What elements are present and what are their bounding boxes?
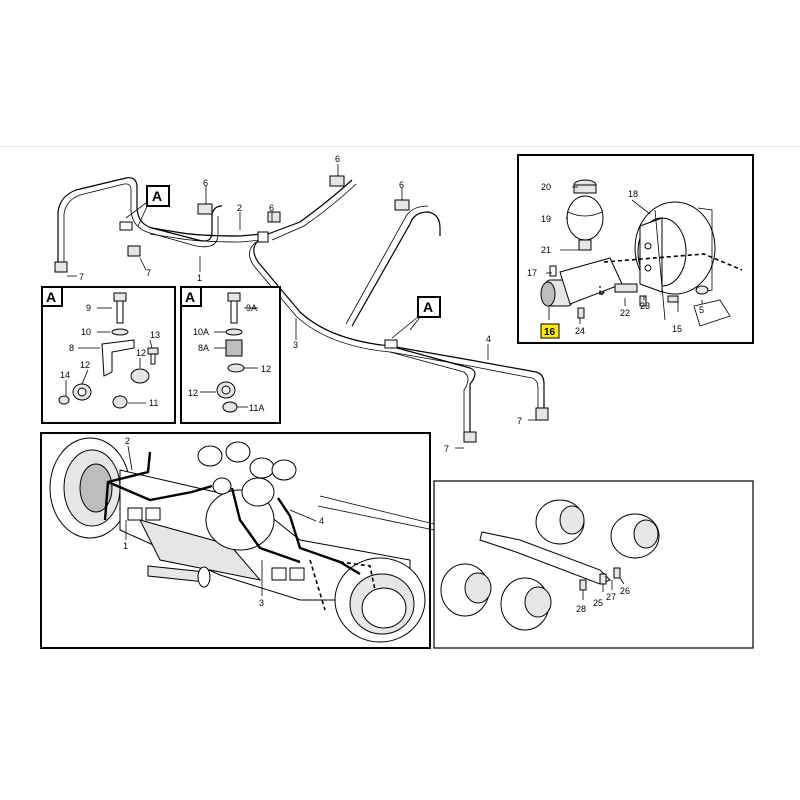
callout-16: 16 bbox=[544, 327, 556, 338]
callout-3: 3 bbox=[293, 340, 298, 350]
callout-8a: 8A bbox=[198, 343, 209, 353]
master-cylinder-detail-box: 20 19 21 17 18 22 23 24 15 5 16 bbox=[517, 154, 754, 344]
callout-6: 6 bbox=[399, 180, 404, 190]
section-marker: A bbox=[152, 188, 162, 204]
callout-23: 23 bbox=[640, 301, 650, 311]
callout-14: 14 bbox=[60, 370, 70, 380]
callout-22: 22 bbox=[620, 308, 630, 318]
callout-12: 12 bbox=[136, 348, 146, 358]
callout-10a: 10A bbox=[193, 327, 209, 337]
axle-overview-box: 2 1 3 4 bbox=[40, 432, 431, 649]
callout-4: 4 bbox=[486, 334, 491, 344]
detail-a-clamp-box: A 9 10 8 13 12 12 14 11 bbox=[41, 286, 176, 424]
highlighted-part-16[interactable]: 16 bbox=[540, 323, 560, 339]
callout-28: 28 bbox=[576, 604, 586, 614]
callout-7: 7 bbox=[146, 268, 151, 278]
callout-15: 15 bbox=[672, 324, 682, 334]
section-marker-a-mid: A bbox=[417, 296, 441, 318]
callout-1: 1 bbox=[123, 541, 128, 551]
section-marker: A bbox=[46, 289, 56, 305]
callout-13: 13 bbox=[150, 330, 160, 340]
section-marker: A bbox=[423, 299, 433, 315]
callout-24: 24 bbox=[575, 326, 585, 336]
callout-7: 7 bbox=[79, 272, 84, 282]
callout-9: 9 bbox=[86, 303, 91, 313]
callout-17: 17 bbox=[527, 268, 537, 278]
detail-a-rubber-mount-box: A 9A 10A 8A 12 12 11A bbox=[180, 286, 281, 424]
callout-1: 1 bbox=[197, 273, 202, 283]
callout-21: 21 bbox=[541, 245, 551, 255]
callout-12: 12 bbox=[80, 360, 90, 370]
section-marker: A bbox=[185, 289, 195, 305]
section-marker-a-top: A bbox=[146, 185, 170, 207]
callout-6: 6 bbox=[203, 178, 208, 188]
fitting-7-left bbox=[54, 261, 68, 273]
callout-6: 6 bbox=[335, 154, 340, 164]
callout-8: 8 bbox=[69, 343, 74, 353]
callout-12: 12 bbox=[188, 388, 198, 398]
brake-chamber-assembly-box: 28 25 27 26 bbox=[433, 480, 754, 649]
callout-25: 25 bbox=[593, 598, 603, 608]
callout-10: 10 bbox=[81, 327, 91, 337]
header-divider bbox=[0, 146, 800, 147]
callout-5: 5 bbox=[699, 305, 704, 315]
callout-7: 7 bbox=[517, 416, 522, 426]
callout-3: 3 bbox=[259, 598, 264, 608]
callout-6: 6 bbox=[269, 203, 274, 213]
callout-26: 26 bbox=[620, 586, 630, 596]
callout-7: 7 bbox=[444, 444, 449, 454]
callout-4: 4 bbox=[319, 516, 324, 526]
brake-tubing-routing bbox=[54, 164, 549, 449]
callout-11a: 11A bbox=[249, 403, 264, 413]
callout-19: 19 bbox=[541, 214, 551, 224]
callout-2: 2 bbox=[125, 436, 130, 446]
callout-2: 2 bbox=[237, 203, 242, 213]
callout-20: 20 bbox=[541, 182, 551, 192]
callout-9a: 9A bbox=[246, 303, 257, 313]
callout-18: 18 bbox=[628, 189, 638, 199]
callout-12: 12 bbox=[261, 364, 271, 374]
callout-11: 11 bbox=[149, 398, 158, 408]
callout-27: 27 bbox=[606, 592, 616, 602]
